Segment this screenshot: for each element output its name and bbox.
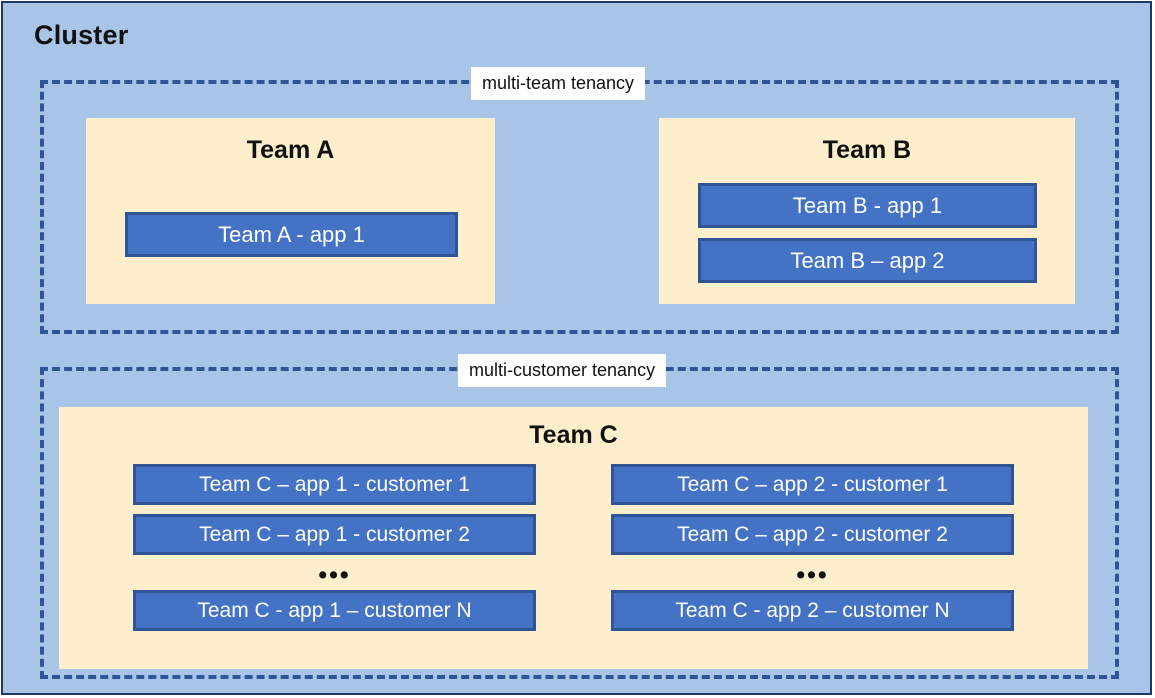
team-b-title: Team B [822, 136, 912, 164]
app-box-team-c-app-1-customer-2[interactable]: Team C – app 1 - customer 2 [133, 514, 536, 555]
app-box-team-c-app-2-customer-n[interactable]: Team C - app 2 – customer N [611, 590, 1014, 631]
team-c-app-1-column: Team C – app 1 - customer 1 Team C – app… [133, 464, 536, 631]
app-box-team-a-app-1[interactable]: Team A - app 1 [125, 212, 458, 257]
team-a-app-list: Team A - app 1 [125, 212, 458, 257]
ellipsis-team-c-app-1: ••• [318, 561, 351, 589]
multi-customer-tenancy-label: multi-customer tenancy [458, 354, 667, 387]
team-c-app-2-column: Team C – app 2 - customer 1 Team C – app… [611, 464, 1014, 631]
team-c-box: Team C Team C – app 1 - customer 1 Team … [59, 407, 1088, 669]
team-c-title: Team C [529, 421, 618, 449]
app-box-team-c-app-2-customer-1[interactable]: Team C – app 2 - customer 1 [611, 464, 1014, 505]
multi-team-tenancy-label: multi-team tenancy [471, 67, 646, 100]
team-b-app-list: Team B - app 1 Team B – app 2 [698, 183, 1037, 283]
team-b-box: Team B Team B - app 1 Team B – app 2 [659, 118, 1075, 304]
app-box-team-c-app-1-customer-1[interactable]: Team C – app 1 - customer 1 [133, 464, 536, 505]
cluster-title: Cluster [34, 20, 129, 50]
app-box-team-b-app-2[interactable]: Team B – app 2 [698, 238, 1037, 283]
app-box-team-b-app-1[interactable]: Team B - app 1 [698, 183, 1037, 228]
app-box-team-c-app-2-customer-2[interactable]: Team C – app 2 - customer 2 [611, 514, 1014, 555]
team-a-box: Team A Team A - app 1 [86, 118, 495, 304]
ellipsis-team-c-app-2: ••• [796, 561, 829, 589]
app-box-team-c-app-1-customer-n[interactable]: Team C - app 1 – customer N [133, 590, 536, 631]
team-a-title: Team A [246, 136, 335, 164]
